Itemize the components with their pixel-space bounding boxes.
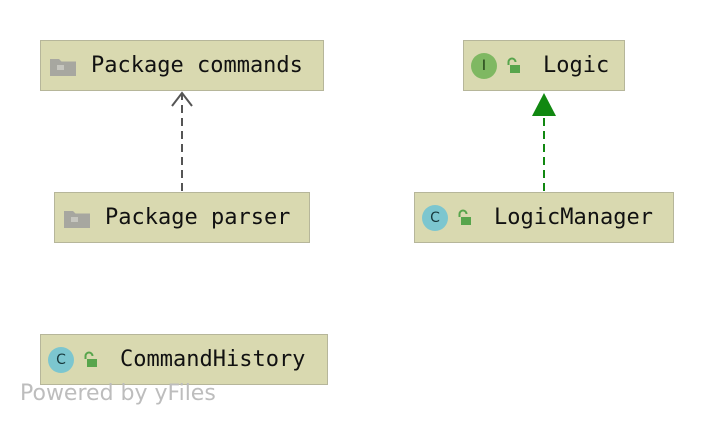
package-parser-node[interactable]: Package parser [54,192,310,243]
open-arrowhead [171,91,193,107]
node-label: Logic [543,53,610,78]
watermark: Powered by yFiles [20,381,216,406]
package-commands-node[interactable]: Package commands [40,40,324,91]
public-lock-icon [505,57,521,75]
logic-interface-node[interactable]: I Logic [463,40,625,91]
command-history-class-node[interactable]: C CommandHistory [40,334,328,385]
interface-icon: I [471,52,497,79]
folder-icon [49,55,77,77]
node-label: CommandHistory [120,347,306,372]
public-lock-icon [456,209,472,227]
folder-icon [63,207,91,229]
node-label: LogicManager [494,205,653,230]
logic-manager-class-node[interactable]: C LogicManager [414,192,674,243]
node-label: Package commands [91,53,303,78]
class-icon: C [422,204,448,231]
node-label: Package parser [105,205,291,230]
public-lock-icon [82,351,98,369]
realization-edge [532,93,556,191]
class-icon: C [48,346,74,373]
dependency-edge [171,91,193,191]
filled-arrowhead [532,93,556,116]
